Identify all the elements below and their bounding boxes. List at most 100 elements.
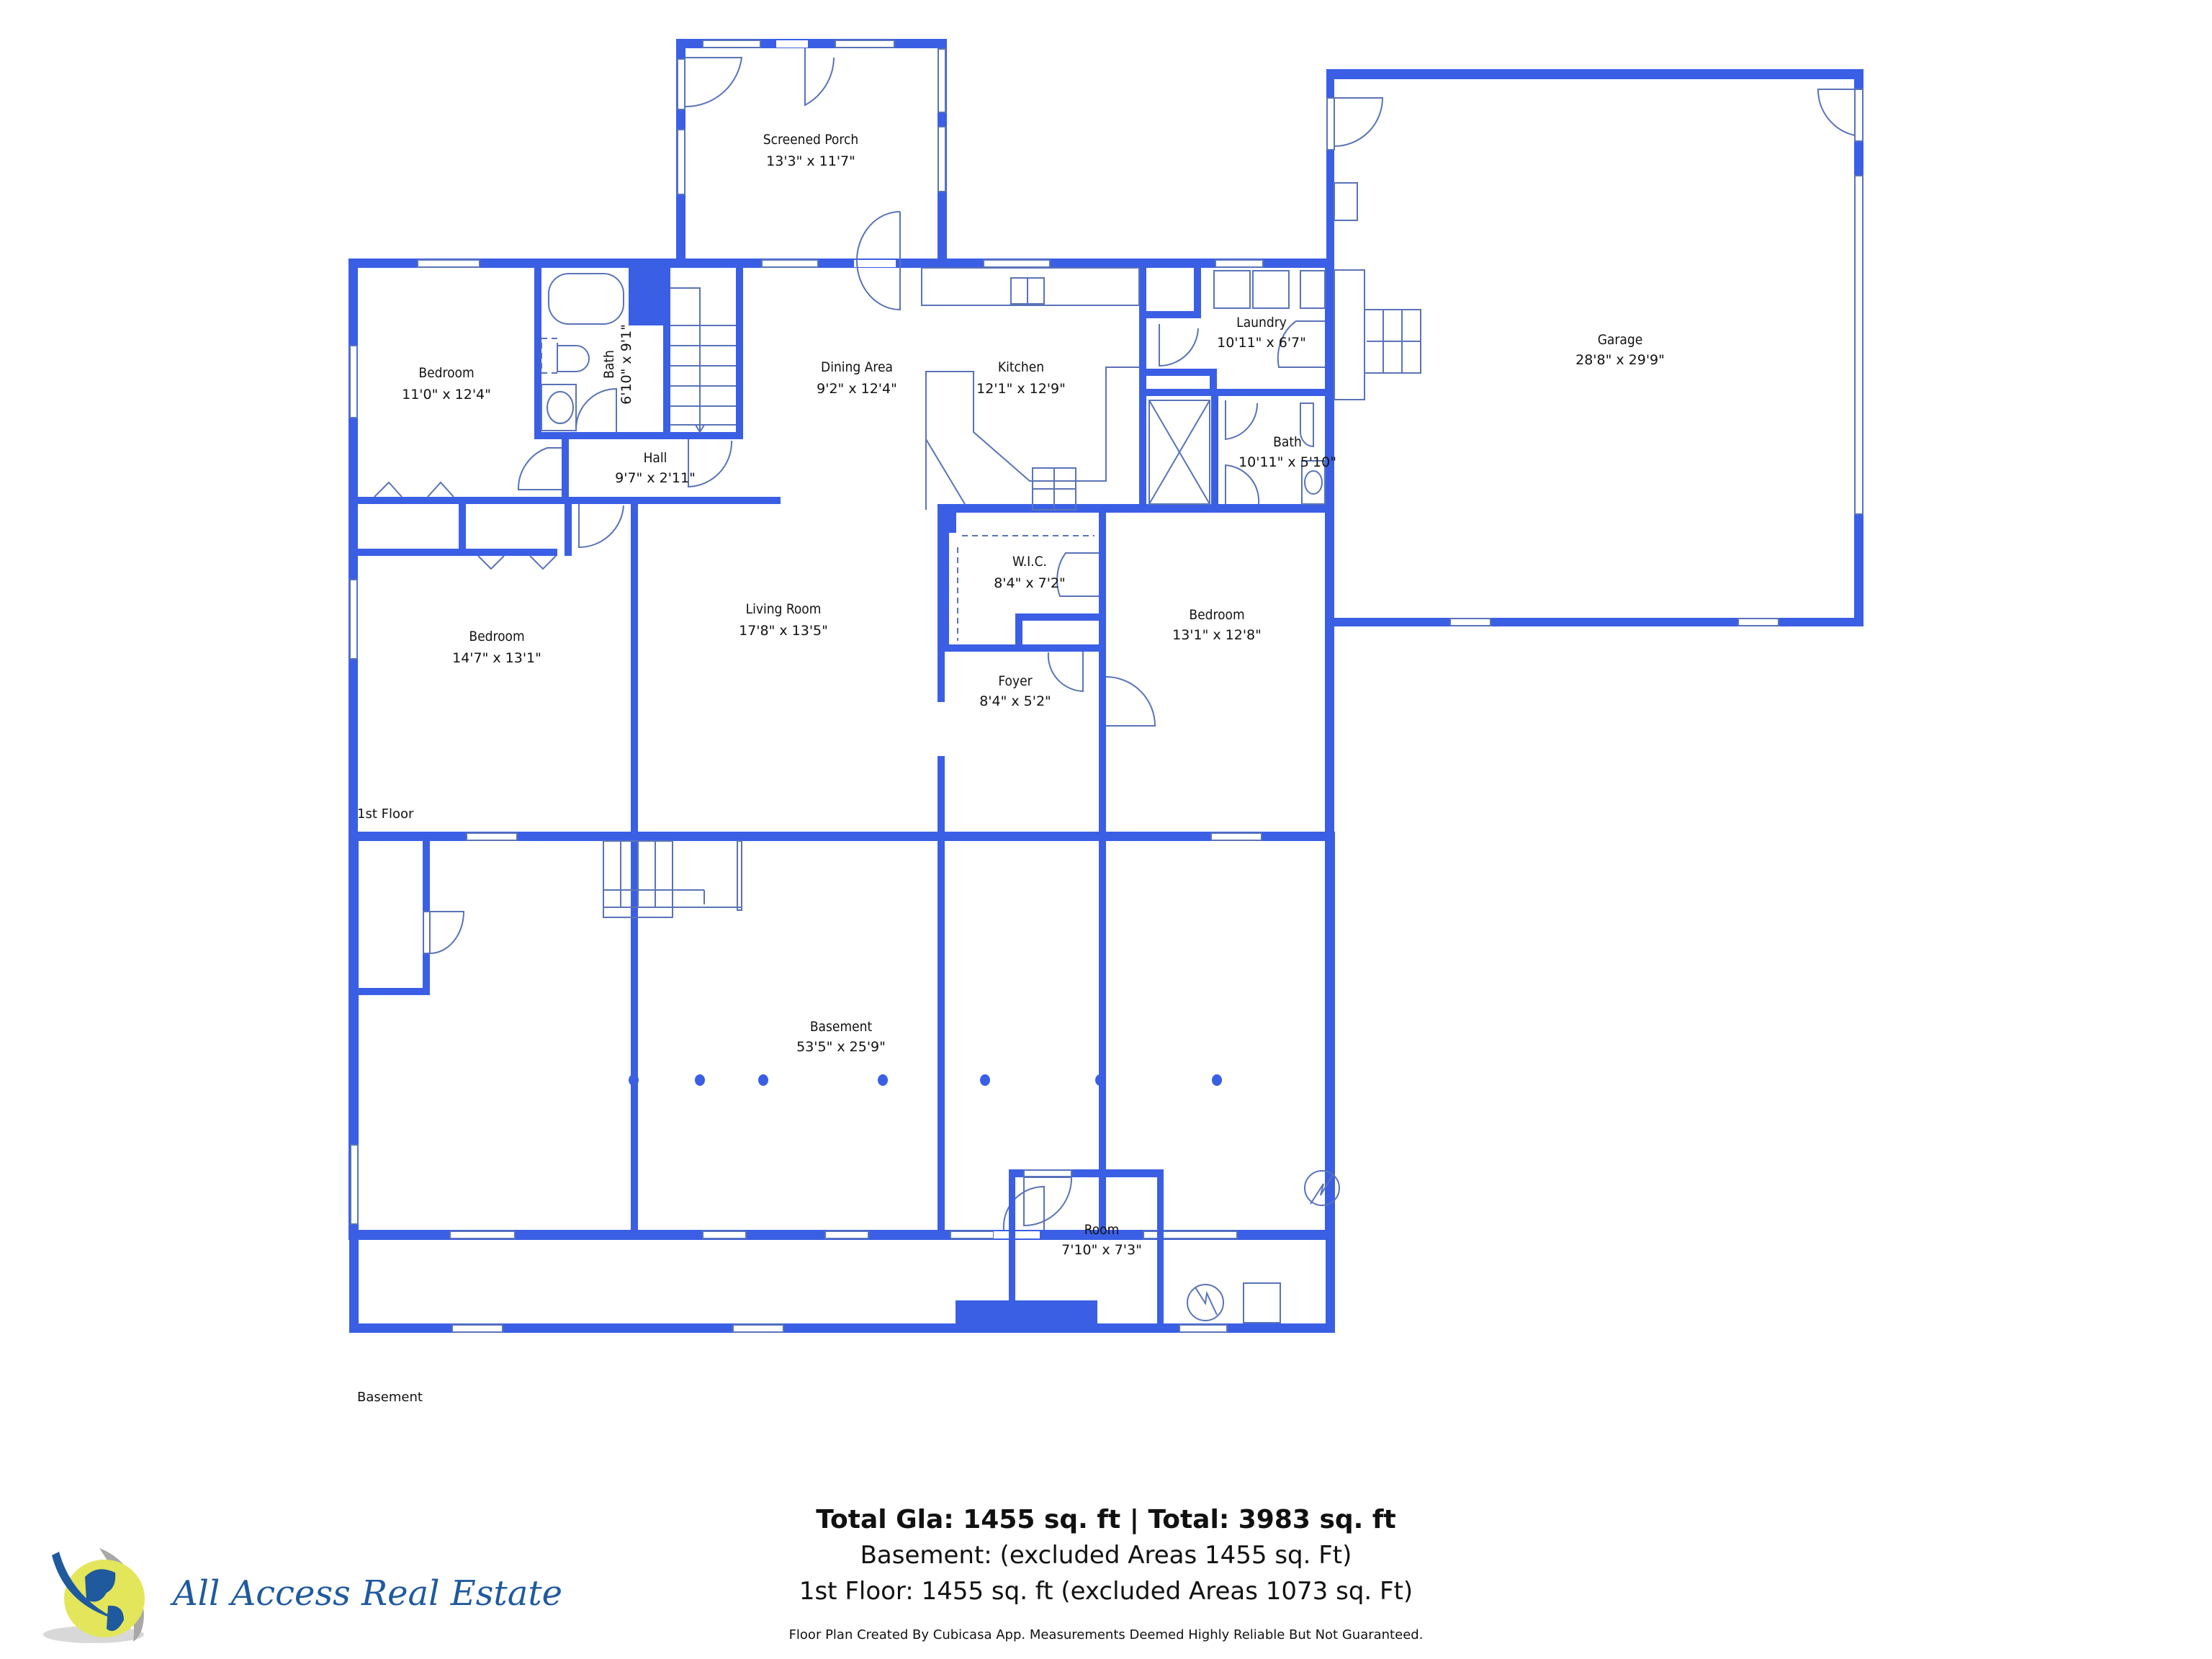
room-dims: 11'0" x 12'4" (402, 387, 491, 403)
first-floor: Screened Porch 13'3" x 11'7" Bedroom 11'… (349, 39, 1863, 1240)
window (1210, 832, 1262, 841)
door-swing (1047, 652, 1084, 693)
room-name: Laundry (1236, 315, 1287, 331)
toilet-tank (541, 338, 558, 374)
fixtures (374, 211, 1326, 1231)
window (983, 259, 1051, 268)
furnace (1243, 1282, 1281, 1323)
globe-swoosh-icon (43, 1548, 145, 1643)
vanity (1301, 460, 1326, 505)
door-swing (1225, 400, 1259, 441)
disclaimer: Floor Plan Created By Cubicasa App. Meas… (788, 1627, 1424, 1642)
laundry-cabinet (1300, 270, 1326, 309)
sink (547, 391, 574, 424)
room-name: Basement (810, 1019, 873, 1035)
window (761, 259, 819, 268)
window (950, 1231, 994, 1239)
basement-floor: Basement 53'5" x 25'9" Room 7'10" x 7'3"… (349, 832, 1340, 1405)
door-swing (1277, 320, 1325, 368)
door-opening (1023, 1169, 1072, 1177)
door-swing (1225, 464, 1260, 505)
room-dims: 6'10" x 9'1" (619, 324, 634, 405)
window (835, 40, 895, 48)
room-name: Hall (644, 450, 667, 466)
window (449, 1231, 516, 1239)
room-name: Bath (601, 350, 617, 379)
door-opening (677, 58, 685, 110)
window (702, 40, 761, 48)
bathtub (548, 273, 624, 325)
room-name: Bath (1273, 434, 1302, 450)
window (466, 832, 518, 841)
toilet (1300, 403, 1314, 448)
room-dims: 10'11" x 6'7" (1217, 335, 1306, 351)
door-swing (804, 48, 835, 107)
door-swing (575, 387, 617, 432)
door-swing (1056, 552, 1099, 597)
room-name: Kitchen (998, 359, 1044, 375)
door-swing (1023, 1177, 1073, 1227)
shower (1148, 400, 1210, 505)
window (938, 48, 946, 113)
washer (1213, 270, 1251, 309)
double-door-swing (855, 211, 901, 311)
window (451, 1324, 503, 1333)
room-name: W.I.C. (1012, 554, 1047, 570)
garage-walls (1326, 69, 1863, 626)
electrical-icon (1304, 1170, 1340, 1206)
room-name: Living Room (746, 601, 822, 617)
sink (1304, 470, 1323, 495)
first-floor-area: 1st Floor: 1455 sq. ft (excluded Areas 1… (799, 1577, 1413, 1606)
room-name: Bedroom (1189, 607, 1244, 623)
room-name: Foyer (998, 673, 1033, 689)
room-dims: 13'1" x 12'8" (1172, 627, 1262, 643)
window (1179, 1324, 1228, 1333)
basement-walls (349, 832, 1335, 1333)
room-name: Bedroom (418, 365, 474, 381)
room-dims: 8'4" x 7'2" (994, 575, 1066, 591)
window (349, 579, 358, 660)
landing (1334, 269, 1365, 400)
room-dims: 10'11" x 5'10" (1238, 454, 1336, 470)
door-swing (429, 911, 465, 954)
window (349, 345, 358, 418)
room-name: Bedroom (469, 629, 524, 644)
room-dims: 28'8" x 29'9" (1575, 352, 1665, 368)
basement-area: Basement: (excluded Areas 1455 sq. Ft) (860, 1541, 1352, 1570)
stairs (670, 287, 736, 433)
window (732, 1324, 784, 1333)
total-area: Total Gla: 1455 sq. ft | Total: 3983 sq.… (816, 1505, 1396, 1534)
main-walls (349, 258, 1334, 1240)
window (417, 259, 480, 268)
window (1449, 618, 1491, 626)
door-swing (1002, 1185, 1045, 1231)
room-dims: 7'10" x 7'3" (1061, 1242, 1142, 1258)
door-swing (1334, 97, 1384, 147)
room-labels-first: Screened Porch 13'3" x 11'7" Bedroom 11'… (402, 132, 1665, 709)
door-opening (1326, 97, 1335, 150)
peninsula-counter (925, 367, 1139, 510)
water-heater-icon (1187, 1284, 1224, 1321)
door-opening (1854, 89, 1863, 142)
vanity (541, 384, 577, 431)
garage-fixture (1334, 182, 1358, 221)
floor-label: 1st Floor (357, 806, 414, 822)
window (702, 1231, 747, 1239)
dryer (1252, 270, 1290, 309)
room-name: Screened Porch (763, 132, 858, 148)
logo-text: All Access Real Estate (173, 1573, 563, 1614)
room-name: Dining Area (821, 359, 893, 375)
counter (921, 267, 1140, 306)
window (1143, 1231, 1238, 1239)
interior-walls (349, 268, 1325, 1233)
door-swing (517, 447, 562, 490)
door-swing (1105, 676, 1156, 727)
door-swing (685, 57, 743, 108)
room-name: Garage (1598, 332, 1643, 348)
window (1215, 259, 1264, 268)
room-dims: 53'5" x 25'9" (796, 1039, 886, 1055)
room-dims: 8'4" x 5'2" (979, 693, 1051, 709)
toilet (557, 345, 590, 372)
door-swing (688, 439, 733, 488)
